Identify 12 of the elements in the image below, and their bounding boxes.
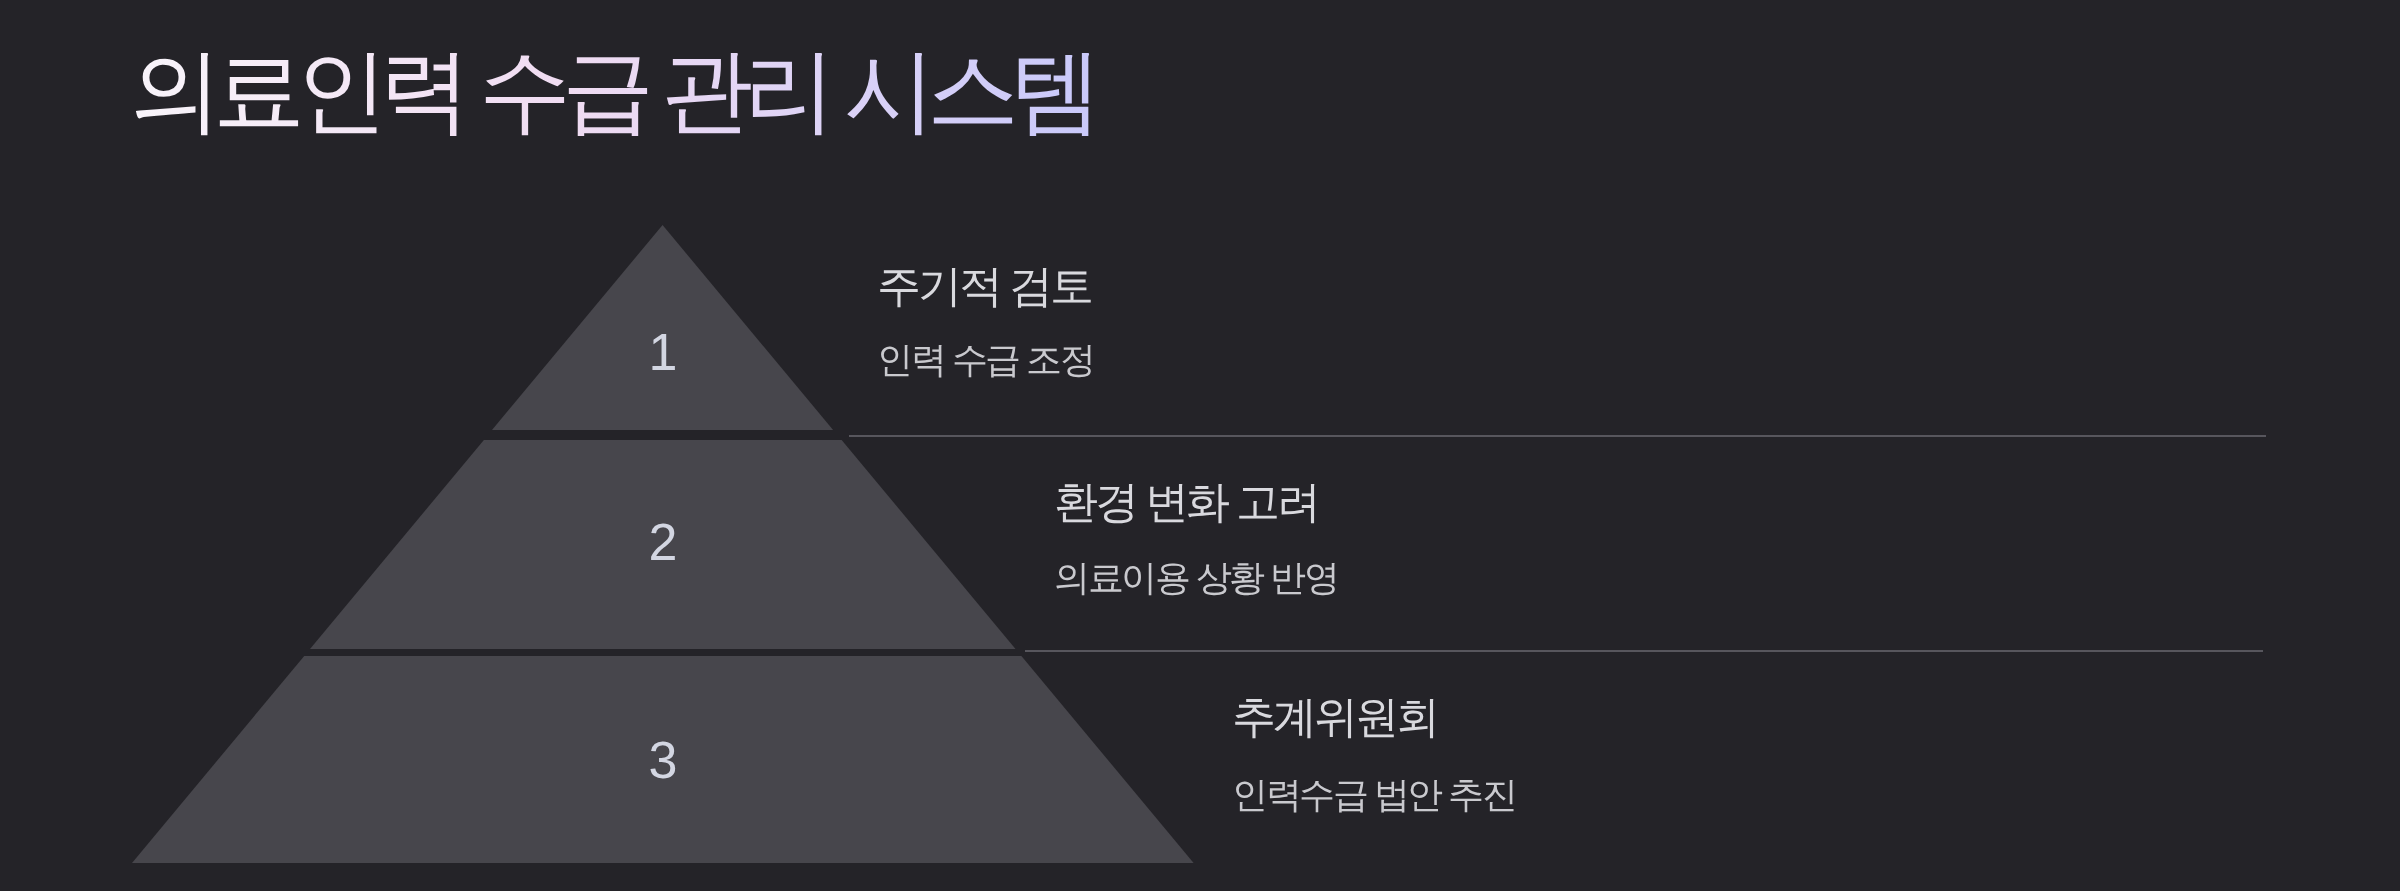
tier-description: 인력수급 법안 추진 [1232, 776, 1515, 813]
pyramid-tier [310, 440, 1016, 649]
tier-heading: 추계위원회 [1232, 695, 1437, 740]
pyramid-tier [132, 656, 1194, 863]
pyramid-tier [492, 225, 834, 430]
tier-heading: 환경 변화 고려 [1054, 480, 1319, 525]
tier-number: 1 [648, 326, 678, 378]
tier-description: 인력 수급 조정 [877, 341, 1093, 378]
tier-number: 3 [648, 734, 678, 786]
tier-description: 의료이용 상황 반영 [1054, 559, 1337, 596]
tier-heading: 주기적 검토 [877, 264, 1092, 309]
tier-number: 2 [648, 516, 678, 568]
